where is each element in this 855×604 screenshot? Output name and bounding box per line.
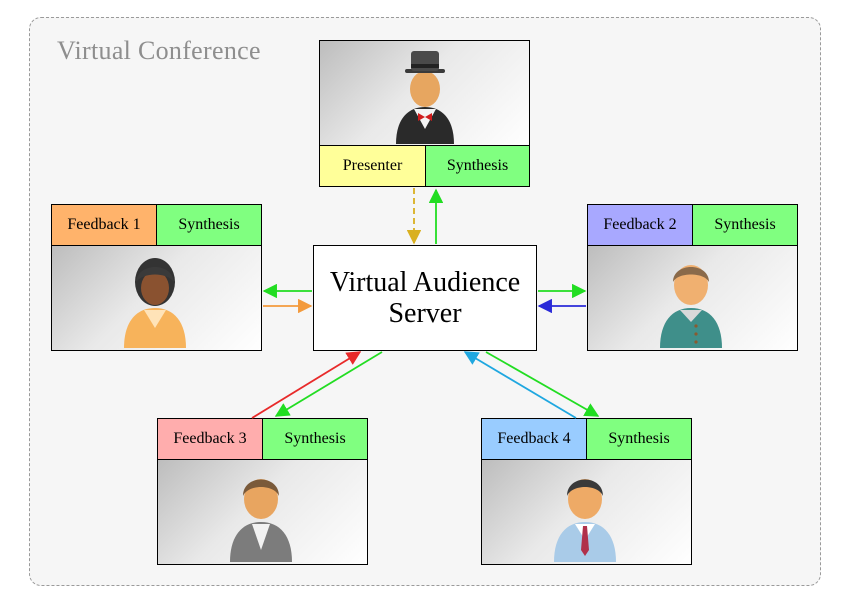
server-to-feedback4-synthesis-arrow bbox=[485, 351, 600, 417]
feedback4-to-server-arrow bbox=[463, 351, 577, 419]
server-label-line1: Virtual Audience bbox=[329, 267, 521, 298]
feedback1-synthesis-label: Synthesis bbox=[156, 204, 262, 246]
feedback3-synthesis-label: Synthesis bbox=[262, 418, 368, 460]
feedback3-to-server-arrow bbox=[251, 351, 362, 419]
frame-title: Virtual Conference bbox=[57, 36, 261, 65]
man-avatar-icon bbox=[230, 479, 292, 562]
feedback3-role-label: Feedback 3 bbox=[157, 418, 263, 460]
feedback4-photo bbox=[481, 459, 692, 565]
virtual-audience-server: Virtual Audience Server bbox=[313, 245, 537, 351]
server-to-feedback3-synthesis-arrow bbox=[274, 351, 383, 417]
woman-avatar-icon bbox=[124, 258, 186, 348]
feedback3-photo bbox=[157, 459, 368, 565]
presenter-role-label: Presenter bbox=[319, 145, 426, 187]
feedback2-photo bbox=[587, 245, 798, 351]
presenter-avatar-icon bbox=[396, 51, 454, 144]
feedback4-synthesis-label: Synthesis bbox=[586, 418, 692, 460]
feedback1-photo bbox=[51, 245, 262, 351]
feedback1-role-label: Feedback 1 bbox=[51, 204, 157, 246]
feedback2-synthesis-label: Synthesis bbox=[692, 204, 798, 246]
businessman-avatar-icon bbox=[554, 479, 616, 562]
presenter-synthesis-label: Synthesis bbox=[425, 145, 530, 187]
server-label-line2: Server bbox=[388, 298, 462, 329]
man-avatar-icon bbox=[660, 265, 722, 348]
